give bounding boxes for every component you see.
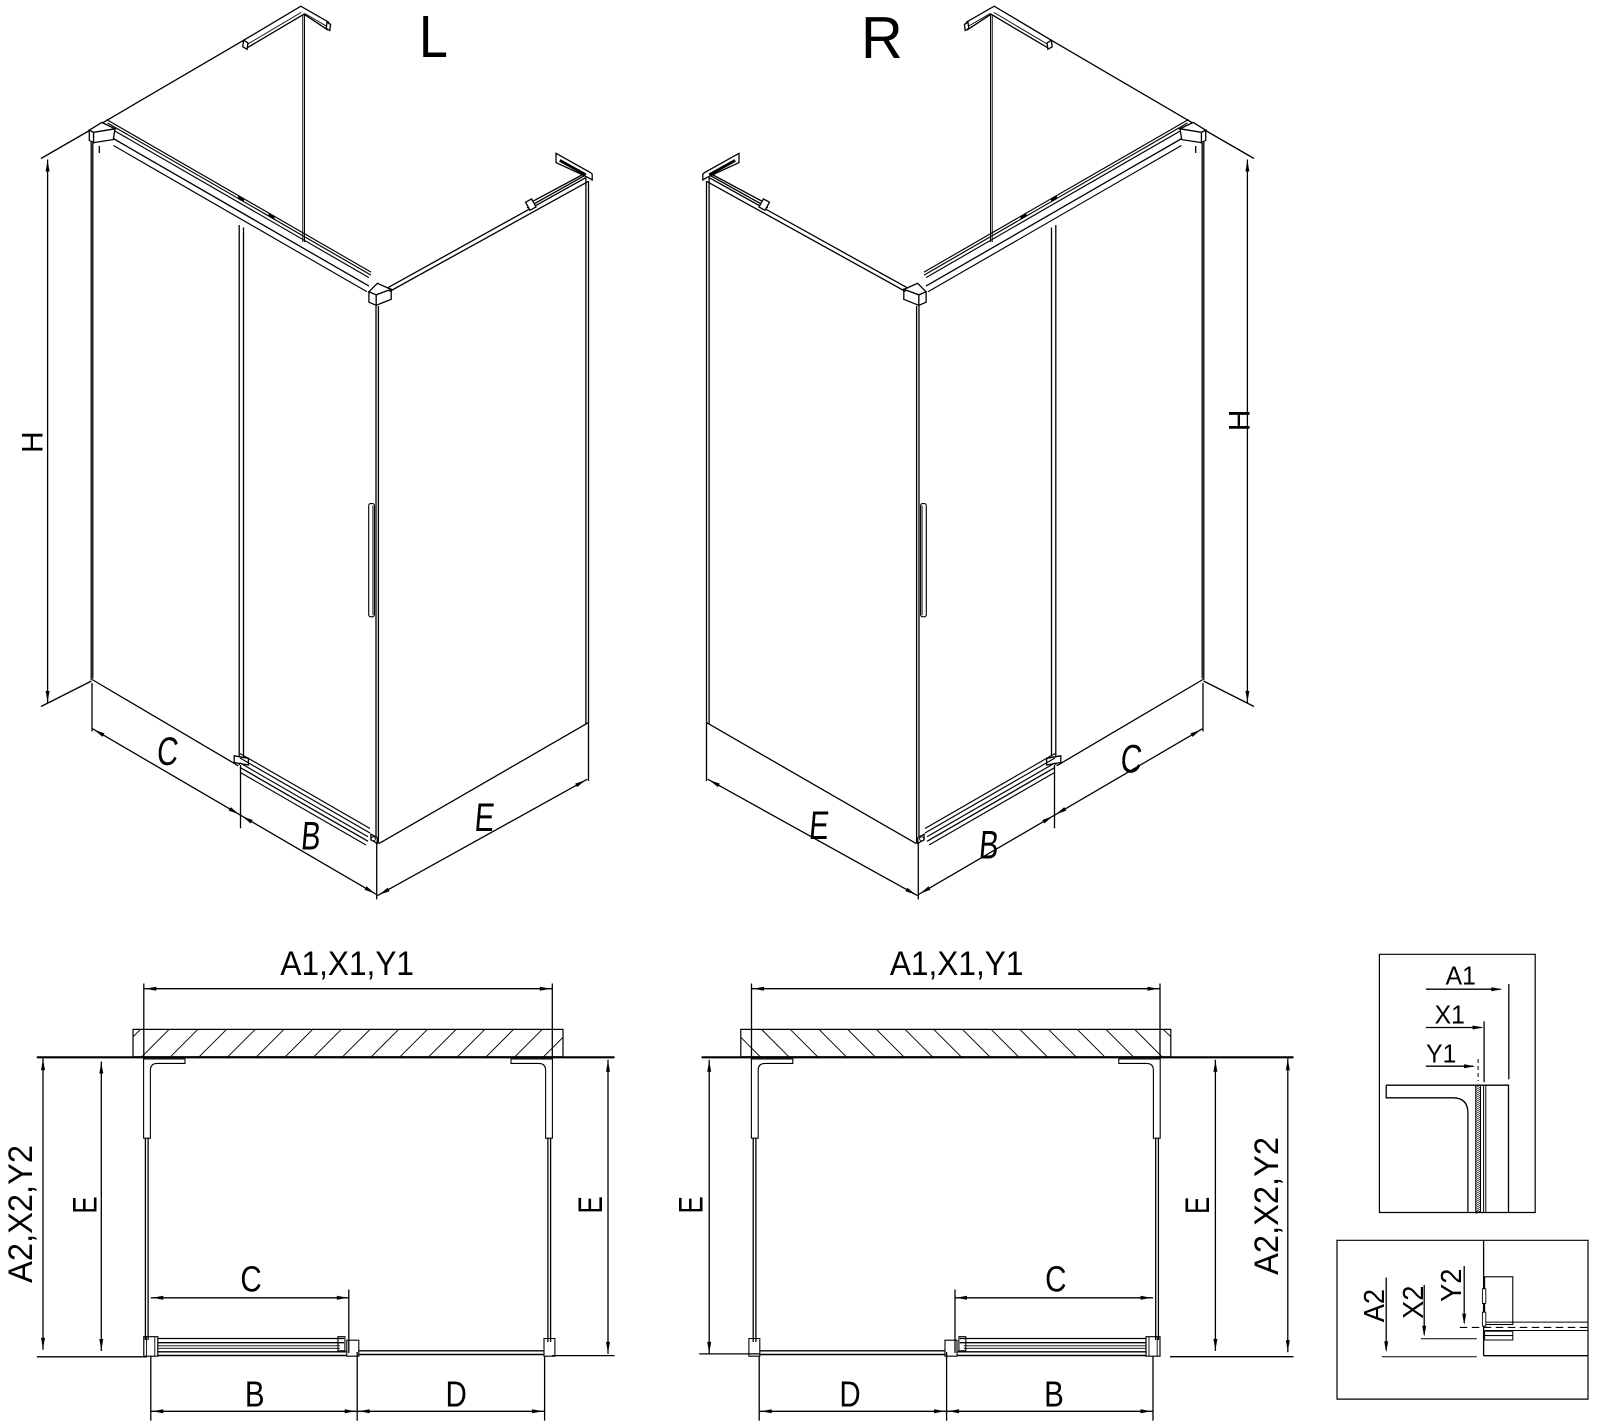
svg-text:E: E bbox=[66, 1196, 104, 1213]
svg-text:B: B bbox=[1044, 1373, 1064, 1413]
svg-text:A1: A1 bbox=[1446, 962, 1476, 991]
svg-text:A1,X1,Y1: A1,X1,Y1 bbox=[890, 944, 1024, 982]
svg-text:E: E bbox=[807, 804, 830, 848]
svg-text:R: R bbox=[861, 5, 903, 71]
svg-text:Y1: Y1 bbox=[1426, 1040, 1456, 1069]
svg-text:B: B bbox=[299, 814, 322, 858]
svg-text:H: H bbox=[1224, 410, 1257, 432]
svg-text:D: D bbox=[446, 1373, 467, 1413]
svg-text:E: E bbox=[672, 1196, 710, 1213]
svg-text:C: C bbox=[1045, 1258, 1066, 1298]
svg-text:A2,X2,Y2: A2,X2,Y2 bbox=[1248, 1137, 1286, 1275]
svg-text:D: D bbox=[839, 1373, 860, 1413]
svg-text:H: H bbox=[17, 431, 50, 453]
svg-text:B: B bbox=[977, 823, 1000, 867]
svg-text:E: E bbox=[473, 796, 496, 840]
svg-text:X2: X2 bbox=[1397, 1286, 1429, 1319]
svg-text:C: C bbox=[1119, 737, 1144, 781]
svg-text:A1,X1,Y1: A1,X1,Y1 bbox=[280, 944, 414, 982]
svg-text:B: B bbox=[245, 1373, 265, 1413]
svg-text:L: L bbox=[419, 4, 448, 70]
svg-text:A2,X2,Y2: A2,X2,Y2 bbox=[3, 1145, 41, 1283]
svg-text:E: E bbox=[571, 1196, 609, 1213]
svg-text:C: C bbox=[240, 1258, 261, 1298]
svg-text:Y2: Y2 bbox=[1435, 1269, 1467, 1302]
svg-text:C: C bbox=[155, 730, 180, 774]
svg-text:X1: X1 bbox=[1435, 1001, 1465, 1030]
svg-text:E: E bbox=[1178, 1197, 1216, 1214]
svg-text:A2: A2 bbox=[1358, 1289, 1390, 1322]
